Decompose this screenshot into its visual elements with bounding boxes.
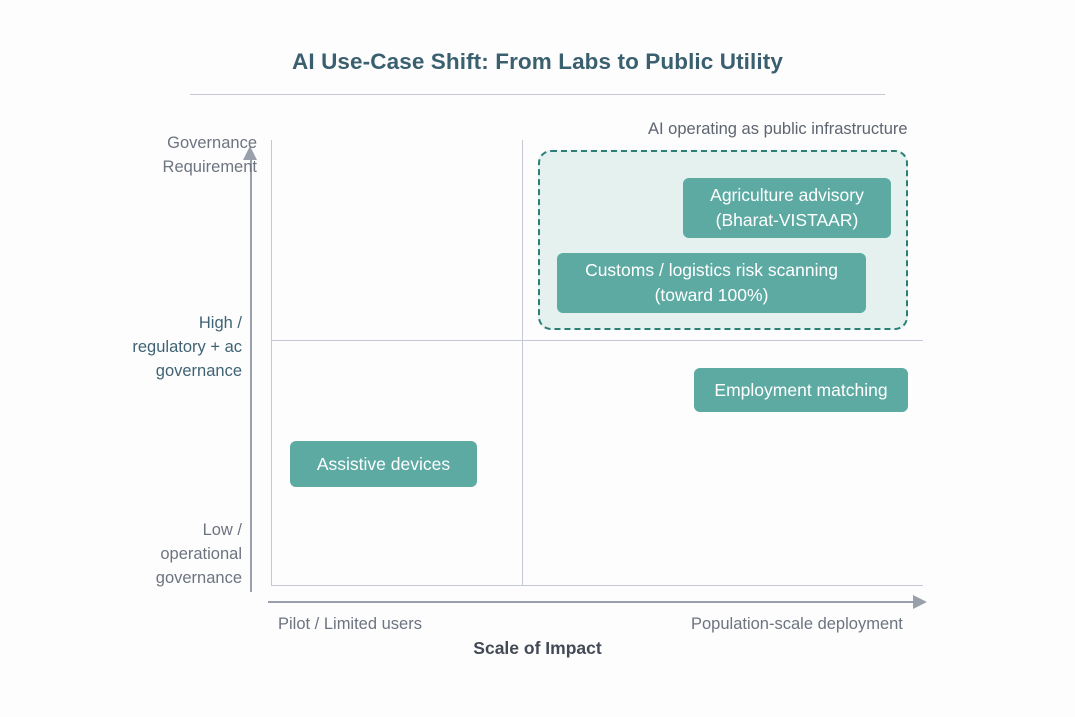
y-tick-low-line-2: operational: [160, 545, 242, 563]
y-tick-low-line-3: governance: [155, 569, 242, 587]
y-tick-high-governance: High / regulatory + ac governance: [42, 311, 242, 383]
item-card-employment-label: Employment matching: [714, 379, 888, 400]
highlight-annotation: AI operating as public infrastructure: [648, 120, 908, 138]
y-tick-high-line-3: governance: [155, 362, 242, 380]
y-axis-line: [250, 158, 252, 592]
item-card-customs-line-1: Customs / logistics risk scanning: [585, 260, 838, 280]
y-axis-arrow-icon: [243, 146, 257, 160]
page-title: AI Use-Case Shift: From Labs to Public U…: [292, 49, 783, 74]
x-axis-line: [268, 601, 918, 603]
item-card-assistive-label: Assistive devices: [316, 453, 451, 474]
item-card-assistive-devices[interactable]: Assistive devices: [290, 441, 477, 487]
y-tick-high-line-2: regulatory + ac: [132, 338, 242, 356]
y-axis-title-line-1: Governance: [167, 134, 257, 152]
quadrant-divider-vertical: [522, 140, 524, 586]
y-axis-title-line-2: Requirement: [162, 158, 257, 176]
item-card-employment-matching[interactable]: Employment matching: [694, 368, 908, 412]
quadrant-divider-horizontal: [271, 340, 923, 342]
y-tick-low-governance: Low / operational governance: [42, 518, 242, 590]
item-card-agriculture-advisory[interactable]: Agriculture advisory (Bharat-VISTAAR): [683, 178, 891, 238]
x-tick-population-scale: Population-scale deployment: [691, 615, 903, 633]
plot-area: [271, 140, 923, 586]
x-axis-title: Scale of Impact: [473, 638, 602, 658]
x-axis-arrow-icon: [913, 595, 927, 609]
item-card-agriculture-line-1: Agriculture advisory: [710, 185, 864, 205]
y-tick-low-line-1: Low /: [202, 521, 242, 539]
y-tick-high-line-1: High /: [198, 314, 242, 332]
title-divider: [190, 94, 885, 95]
item-card-agriculture-line-2: (Bharat-VISTAAR): [715, 210, 859, 230]
item-card-customs-logistics[interactable]: Customs / logistics risk scanning (towar…: [557, 253, 866, 313]
y-axis-title: Governance Requirement: [27, 131, 257, 179]
x-tick-pilot: Pilot / Limited users: [278, 615, 422, 633]
item-card-customs-line-2: (toward 100%): [654, 285, 769, 305]
